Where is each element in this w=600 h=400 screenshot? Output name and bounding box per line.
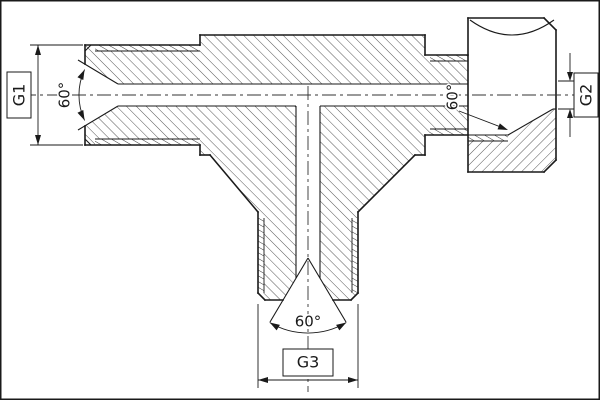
arrowhead-icon <box>567 109 573 118</box>
angle-bottom-label: 60° <box>295 312 322 330</box>
thread-stub-bottom <box>430 129 468 135</box>
thread-g3-right <box>352 218 358 293</box>
g3-label-box <box>282 348 334 377</box>
arrowhead-icon <box>258 377 268 383</box>
dimension-g2: G2 <box>558 53 599 137</box>
thread-root-lines <box>95 50 508 293</box>
nut-cone-line <box>507 108 554 136</box>
arrowhead-icon <box>35 45 41 55</box>
bottom-cone-left-line <box>269 257 309 323</box>
g1-label-box <box>6 71 32 119</box>
thread-g3-left <box>258 218 264 293</box>
dimension-g3: G3 <box>257 304 359 388</box>
angle-left-label: 60° <box>55 82 73 109</box>
angle-dim-right: 60° <box>442 82 508 130</box>
g2-label: G2 <box>577 84 596 107</box>
arrowhead-icon <box>77 69 85 81</box>
internal-edges <box>77 19 556 323</box>
arrowhead-icon <box>348 377 358 383</box>
arrowhead-icon <box>567 72 573 81</box>
thread-g1-top <box>95 45 200 51</box>
dimension-g1: G1 <box>6 44 83 146</box>
angle-dim-bottom: 60° <box>269 311 347 334</box>
g3-label: G3 <box>297 353 320 372</box>
outer-profile <box>84 16 558 302</box>
section-hatch-nut <box>468 109 556 172</box>
angle-dim-left: 60° <box>54 69 86 121</box>
arrowhead-icon <box>497 123 508 130</box>
thread-g2-female <box>468 135 508 141</box>
thread-areas <box>95 45 508 293</box>
nut-hex-chamfer-arc <box>469 19 555 36</box>
g1-label: G1 <box>10 84 29 107</box>
thread-g1-bottom <box>95 139 200 145</box>
bottom-cone-right-line <box>307 257 347 323</box>
arrowhead-icon <box>77 109 85 121</box>
centerlines <box>22 86 594 392</box>
arrowhead-icon <box>336 322 347 331</box>
angle-right-label: 60° <box>443 84 461 111</box>
thread-stub-top <box>430 55 468 61</box>
g2-label-box <box>573 72 599 118</box>
arrowhead-icon <box>35 135 41 145</box>
arrowhead-icon <box>269 322 280 331</box>
